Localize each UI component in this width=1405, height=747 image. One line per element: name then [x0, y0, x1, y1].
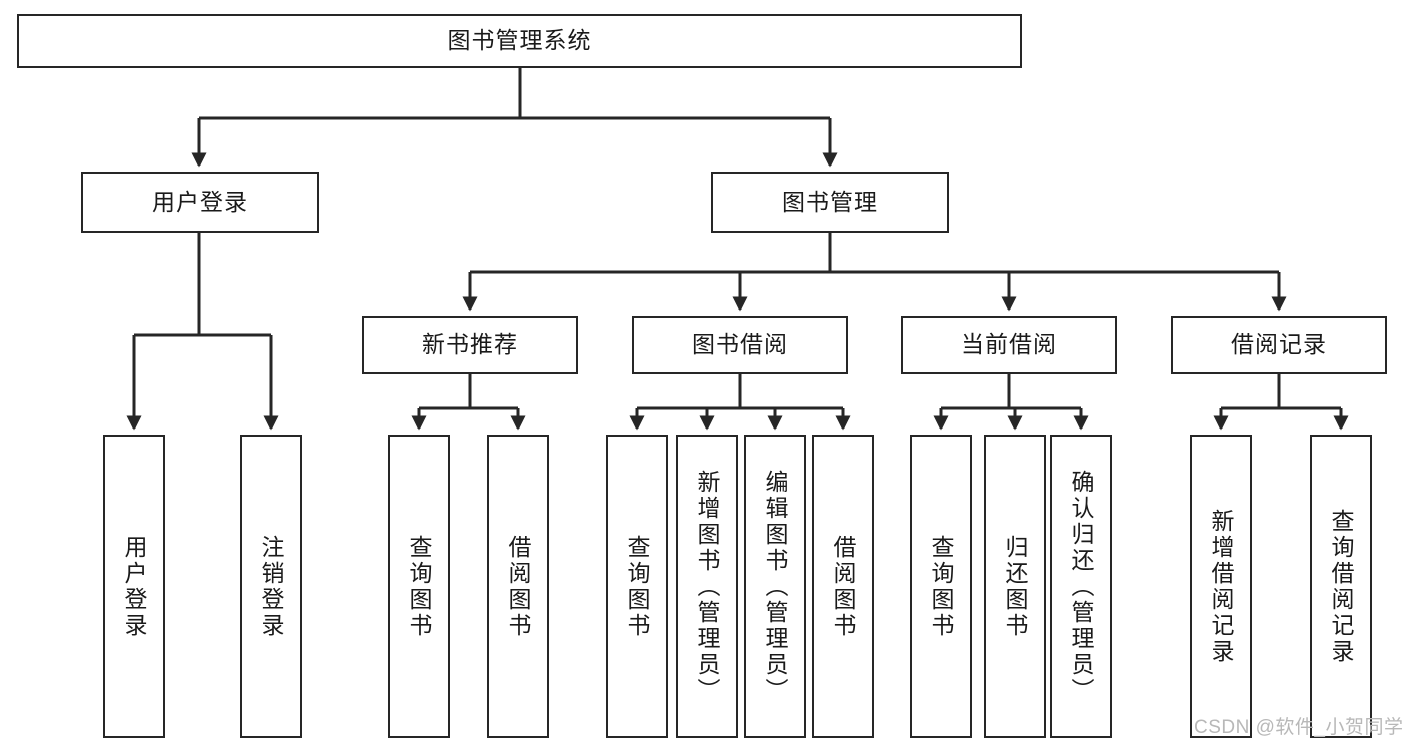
node-leaf-query-book-new[interactable]: 查询图书: [388, 435, 450, 738]
node-borrow-records[interactable]: 借阅记录: [1171, 316, 1387, 374]
node-label: 图书管理: [782, 188, 878, 215]
node-label: 查询图书: [928, 534, 954, 639]
node-leaf-user-login[interactable]: 用户登录: [103, 435, 165, 738]
node-leaf-add-record[interactable]: 新增借阅记录: [1190, 435, 1252, 738]
node-root[interactable]: 图书管理系统: [17, 14, 1022, 68]
node-leaf-borrow-book-new[interactable]: 借阅图书: [487, 435, 549, 738]
node-leaf-confirm-return[interactable]: 确认归还（管理员）: [1050, 435, 1112, 738]
node-leaf-add-book[interactable]: 新增图书（管理员）: [676, 435, 738, 738]
node-label: 查询图书: [406, 534, 432, 639]
node-leaf-query-record[interactable]: 查询借阅记录: [1310, 435, 1372, 738]
node-book-management[interactable]: 图书管理: [711, 172, 949, 233]
node-label: 确认归还（管理员）: [1068, 469, 1094, 704]
node-label: 新增借阅记录: [1208, 508, 1234, 665]
node-label: 归还图书: [1002, 534, 1028, 639]
node-user-login[interactable]: 用户登录: [81, 172, 319, 233]
node-current-borrow[interactable]: 当前借阅: [901, 316, 1117, 374]
node-leaf-return-book[interactable]: 归还图书: [984, 435, 1046, 738]
node-label: 用户登录: [121, 534, 147, 639]
node-label: 查询借阅记录: [1328, 508, 1354, 665]
node-label: 借阅图书: [830, 534, 856, 639]
node-label: 新增图书（管理员）: [694, 469, 720, 704]
node-label: 查询图书: [624, 534, 650, 639]
node-leaf-logout-login[interactable]: 注销登录: [240, 435, 302, 738]
node-label: 注销登录: [258, 534, 284, 639]
node-leaf-query-book-borrow[interactable]: 查询图书: [606, 435, 668, 738]
node-label: 图书管理系统: [447, 27, 592, 54]
node-label: 新书推荐: [422, 331, 518, 358]
node-label: 用户登录: [152, 188, 248, 215]
node-label: 当前借阅: [961, 331, 1057, 358]
node-leaf-query-book-cur[interactable]: 查询图书: [910, 435, 972, 738]
node-leaf-borrow-book[interactable]: 借阅图书: [812, 435, 874, 738]
node-label: 编辑图书（管理员）: [762, 469, 788, 704]
node-label: 图书借阅: [692, 331, 788, 358]
node-new-book-recommend[interactable]: 新书推荐: [362, 316, 578, 374]
node-leaf-edit-book[interactable]: 编辑图书（管理员）: [744, 435, 806, 738]
node-label: 借阅图书: [505, 534, 531, 639]
node-label: 借阅记录: [1231, 331, 1327, 358]
node-book-borrow[interactable]: 图书借阅: [632, 316, 848, 374]
